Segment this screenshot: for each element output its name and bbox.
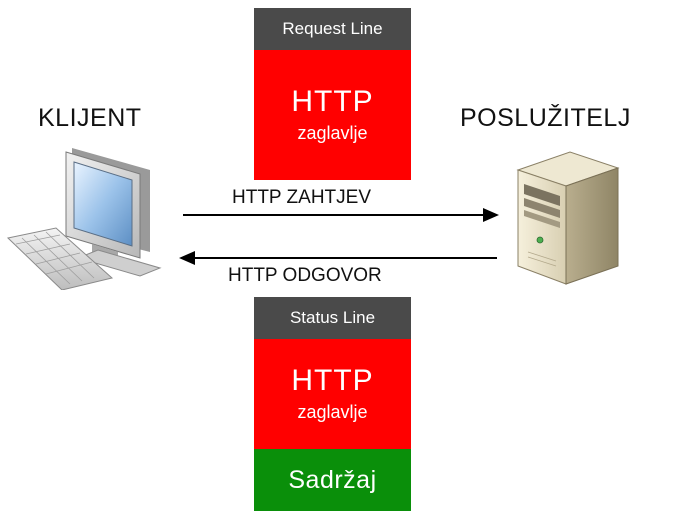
server-label: POSLUŽITELJ (460, 104, 631, 132)
request-header-title: HTTP (291, 84, 374, 118)
request-line-segment: Request Line (254, 8, 411, 50)
response-packet: Status Line HTTP zaglavlje Sadržaj (254, 297, 411, 511)
response-header-segment: HTTP zaglavlje (254, 339, 411, 449)
request-arrow (183, 208, 499, 222)
server-tower-icon (516, 151, 620, 285)
status-line-segment: Status Line (254, 297, 411, 339)
request-packet: Request Line HTTP zaglavlje (254, 8, 411, 180)
response-header-subtitle: zaglavlje (297, 402, 368, 423)
response-body-segment: Sadržaj (254, 449, 411, 511)
response-arrow (179, 251, 497, 265)
response-header-title: HTTP (291, 363, 374, 397)
client-label: KLIJENT (38, 104, 142, 132)
response-arrow-label: HTTP ODGOVOR (228, 265, 382, 286)
request-header-segment: HTTP zaglavlje (254, 50, 411, 180)
desktop-computer-icon (6, 148, 162, 290)
request-arrow-label: HTTP ZAHTJEV (232, 187, 371, 208)
request-header-subtitle: zaglavlje (297, 123, 368, 144)
